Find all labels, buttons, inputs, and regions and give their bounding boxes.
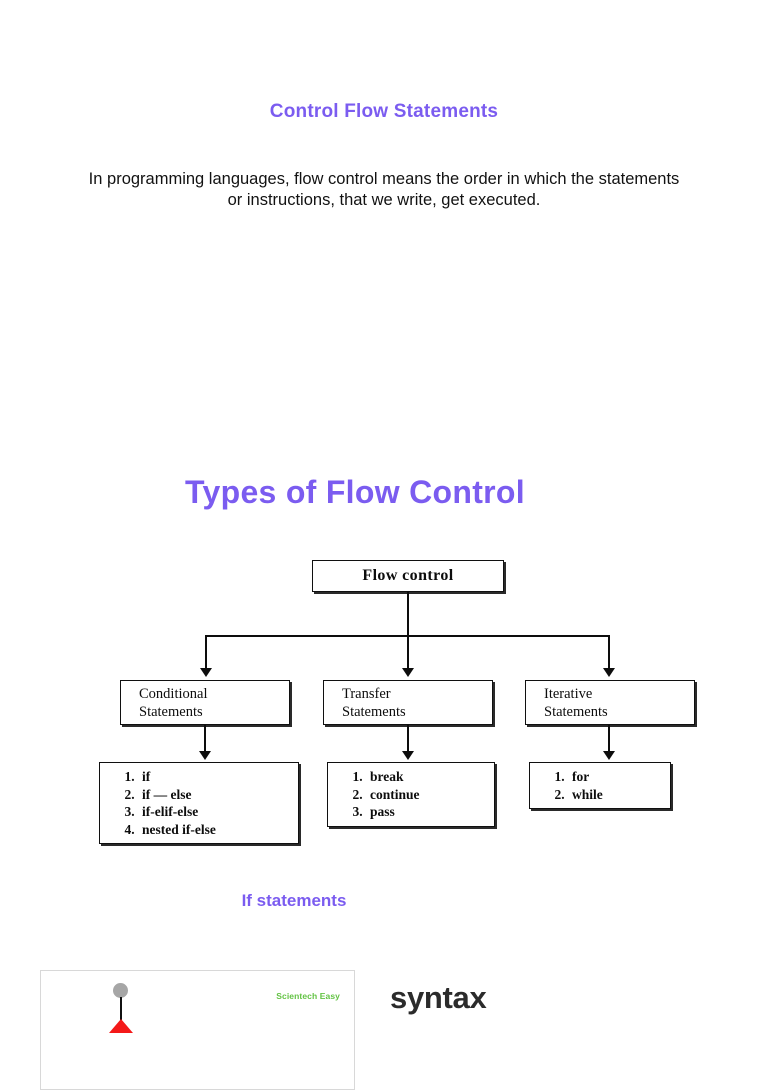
- flow-control-diagram: Flow control Conditional Statements Tran…: [95, 552, 695, 857]
- arrowhead-transfer-list: [402, 751, 414, 760]
- arrowhead-middle: [402, 668, 414, 677]
- diagram-node-conditional-statements: Conditional Statements: [120, 680, 290, 725]
- list-item: if: [138, 768, 298, 786]
- connector-drop-left: [205, 635, 207, 668]
- flowchart-figure-panel: Scientech Easy: [40, 970, 355, 1090]
- start-node-icon: [113, 983, 128, 998]
- list-item: pass: [366, 803, 494, 821]
- diagram-list-transfer-statements: break continue pass: [327, 762, 495, 827]
- diagram-node-iterative-statements: Iterative Statements: [525, 680, 695, 725]
- intro-paragraph: In programming languages, flow control m…: [88, 170, 680, 209]
- transfer-statements-list: break continue pass: [344, 768, 494, 821]
- diagram-node-flow-control: Flow control: [312, 560, 504, 592]
- arrowhead-right: [603, 668, 615, 677]
- connector-drop-middle: [407, 635, 409, 668]
- decision-node-icon: [109, 1019, 133, 1033]
- connector-conditional-to-list: [204, 725, 206, 753]
- diagram-node-transfer-statements: Transfer Statements: [323, 680, 493, 725]
- connector-root-stem: [407, 592, 409, 635]
- diagram-node-conditional-statements-line1: Conditional: [139, 686, 208, 702]
- connector-transfer-to-list: [407, 725, 409, 753]
- arrowhead-conditional-list: [199, 751, 211, 760]
- diagram-list-iterative-statements: for while: [529, 762, 671, 809]
- diagram-node-iterative-statements-line1: Iterative: [544, 686, 593, 702]
- list-item: continue: [366, 786, 494, 804]
- connector-drop-right: [608, 635, 610, 668]
- iterative-statements-list: for while: [546, 768, 670, 803]
- list-item: if — else: [138, 786, 298, 804]
- watermark-label: Scientech Easy: [276, 991, 340, 1001]
- diagram-node-conditional-statements-line2: Statements: [139, 704, 203, 720]
- list-item: for: [568, 768, 670, 786]
- diagram-node-iterative-statements-line2: Statements: [544, 704, 608, 720]
- conditional-statements-list: if if — else if-elif-else nested if-else: [116, 768, 298, 838]
- list-item: break: [366, 768, 494, 786]
- list-item: nested if-else: [138, 821, 298, 839]
- arrowhead-left: [200, 668, 212, 677]
- list-item: if-elif-else: [138, 803, 298, 821]
- diagram-node-flow-control-label: Flow control: [362, 567, 454, 584]
- diagram-node-transfer-statements-line2: Statements: [342, 704, 406, 720]
- section-heading-types-of-flow-control: Types of Flow Control: [185, 474, 525, 510]
- arrowhead-iterative-list: [603, 751, 615, 760]
- page-title: Control Flow Statements: [269, 101, 499, 122]
- connector-iterative-to-list: [608, 725, 610, 753]
- syntax-label: syntax: [390, 980, 487, 1015]
- sub-heading-if-statements: If statements: [241, 891, 347, 910]
- list-item: while: [568, 786, 670, 804]
- diagram-list-conditional-statements: if if — else if-elif-else nested if-else: [99, 762, 299, 844]
- diagram-node-transfer-statements-line1: Transfer: [342, 686, 391, 702]
- figure-connector-line: [119, 997, 122, 1023]
